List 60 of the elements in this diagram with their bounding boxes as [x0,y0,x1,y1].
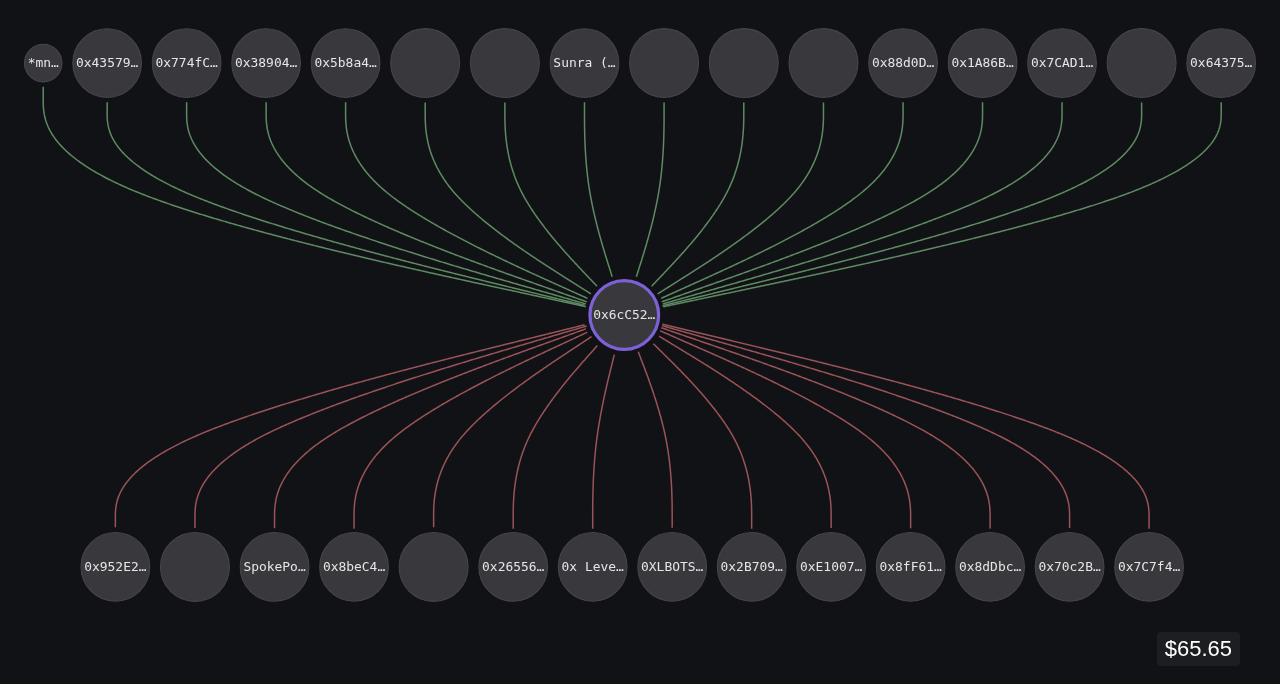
connector-line [185,101,587,305]
connector-line [659,330,912,529]
address-node: 0x43579… [72,28,143,98]
blank-circle-node [390,28,461,99]
address-node: 0xE1007… [796,532,867,602]
connector-line [662,101,1063,305]
address-node: 0x64375… [1186,28,1257,98]
blank-circle-node [398,531,469,602]
connector-line [273,328,587,530]
connector-line [194,325,588,529]
address-node: 0x70c2B… [1034,532,1105,602]
blank-circle-node [469,28,540,99]
address-node: 0x8dDbc… [955,532,1025,602]
connector-line [424,101,592,295]
address-node: SpokePo… [239,532,310,602]
connector-line [353,331,589,530]
blank-circle-node [708,28,779,99]
value-tooltip: $65.65 [1156,632,1240,666]
address-node: 0x952E2… [80,532,151,602]
connector-line [660,101,984,303]
address-node: 0x Leve… [557,532,628,602]
blank-circle-node [788,28,859,99]
connector-line [591,353,616,530]
hub-address-node: 0x6cC52… [588,279,661,351]
connector-line [660,327,991,530]
connector-line [106,101,586,307]
connector-line [661,323,1150,530]
address-node: 0x5b8a4… [310,28,381,98]
connector-line [504,101,598,287]
connector-line [658,335,832,529]
connector-line [660,101,904,300]
address-node: 0x88d0D… [868,28,938,98]
address-node: 0x38904… [231,28,301,98]
address-node: 0x8beC4… [319,532,389,602]
connector-line [583,101,613,278]
connector-line [656,101,825,295]
connector-line [650,101,745,287]
address-node: 0x2B709… [716,532,787,602]
connector-line [114,324,586,529]
connector-line [635,101,665,278]
connector-line [42,85,587,308]
address-node: 0x1A86B… [947,28,1018,98]
address-node: 0x26556… [478,532,549,602]
address-node: 0x774fC… [151,28,222,98]
blank-circle-node [1106,28,1177,99]
connector-line [512,344,599,530]
connector-line [432,335,593,529]
connector-line [652,342,753,530]
address-node: 0x8fF61… [875,532,946,602]
blank-circle-node [159,531,230,602]
address-node: *mn… [23,43,63,83]
connector-line [661,324,1071,529]
address-node: 0x7C7f4… [1114,532,1184,602]
address-node: 0x7CAD1… [1027,28,1097,98]
connector-line [265,101,588,303]
connector-line [637,350,673,529]
connector-line [344,101,589,300]
blank-circle-node [629,28,700,99]
address-node: 0XLBOTS… [637,532,708,602]
address-node: Sunra (… [549,28,620,98]
